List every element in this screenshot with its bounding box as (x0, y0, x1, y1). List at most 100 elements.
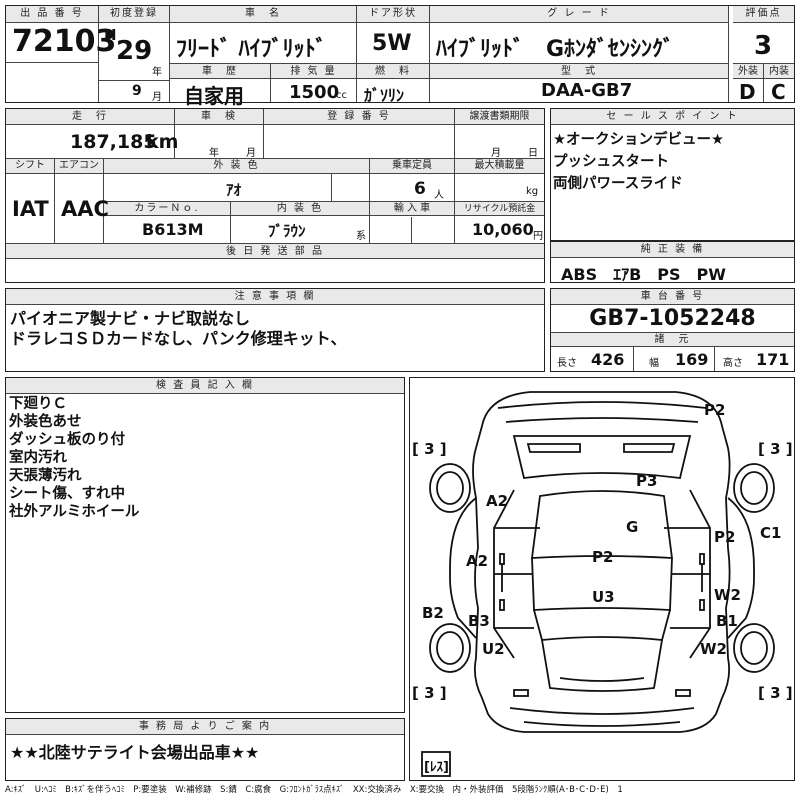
chassis-header: 車 台 番 号 (551, 289, 794, 305)
max-load-unit: kg (526, 186, 539, 197)
displacement-unit: cc (336, 90, 347, 101)
recycle-unit: 円 (533, 231, 543, 242)
mileage: 187,185 (70, 131, 157, 153)
listing-panel: 出 品 番 号 初度登録 車 名 ドア形状 グ レ ー ド 評価点 車 歴 排 … (5, 5, 795, 108)
interior-color: ﾌﾞﾗｳﾝ (268, 222, 306, 240)
grade-header: グ レ ー ド (430, 6, 728, 23)
damage-mark: B1 (716, 612, 738, 630)
damage-mark: W2 (700, 640, 727, 658)
exterior-header: 外装 (733, 63, 763, 79)
damage-mark: U3 (592, 588, 615, 606)
aircon: AAC (61, 197, 109, 221)
damage-mark: A2 (466, 552, 489, 570)
import-header: 輸 入 車 (370, 201, 454, 216)
inspector-line: 外装色あせ (9, 414, 82, 430)
car-name: ﾌﾘｰﾄﾞ ﾊｲﾌﾞﾘｯﾄﾞ (176, 37, 327, 62)
inspector-panel: 検 査 員 記 入 欄 下廻りＣ 外装色あせ ダッシュ板のり付 室内汚れ 天張薄… (5, 377, 405, 713)
damage-mark: W2 (714, 586, 741, 604)
height-value: 171 (756, 350, 790, 369)
damage-mark: P3 (636, 472, 658, 490)
interior-color-header: 内 装 色 (231, 201, 369, 216)
color-no-header: カラーＮｏ. (104, 201, 230, 216)
color-header: 外 装 色 (104, 159, 369, 174)
sales-points-header: セ ー ル ス ポ イ ン ト (551, 109, 794, 125)
transfer-month-unit: 月 (491, 148, 501, 159)
inspector-header: 検 査 員 記 入 欄 (6, 378, 404, 394)
damage-legend: A:ｷｽﾞ U:ﾍｺﾐ B:ｷｽﾞを伴うﾍｺﾐ P:要塗装 W:補修跡 S:錆 … (5, 785, 623, 795)
mileage-header: 走 行 (6, 109, 174, 125)
color-no: B613M (142, 220, 204, 239)
capacity-unit: 人 (434, 190, 444, 201)
width-label: 幅 (649, 358, 659, 369)
inspection-header: 車 検 (175, 109, 263, 125)
later-parts-header: 後 日 発 送 部 品 (6, 243, 544, 259)
office-notice-header: 事 務 局 よ り ご 案 内 (6, 719, 404, 735)
inspector-line: シート傷、すれ中 (9, 486, 125, 502)
interior-color-unit: 系 (356, 231, 366, 242)
damage-mark: G (626, 518, 639, 536)
inspector-line: 天張薄汚れ (9, 468, 82, 484)
office-notice-text: ★★北陸サテライト会場出品車★★ (10, 743, 260, 762)
reg-year: 29 (116, 36, 153, 66)
year-unit: 年 (152, 67, 162, 78)
recycle-fee: 10,060 (472, 220, 534, 239)
shift-header: シフト (6, 159, 54, 174)
inspector-line: 下廻りＣ (9, 396, 67, 412)
office-notice-panel: 事 務 局 よ り ご 案 内 ★★北陸サテライト会場出品車★★ (5, 718, 405, 781)
exterior-grade: D (739, 80, 756, 104)
sales-point-line: プッシュスタート (553, 154, 669, 170)
damage-mark: B3 (468, 612, 490, 630)
transfer-day-unit: 日 (528, 148, 538, 159)
score: 3 (754, 31, 773, 61)
note-line: パイオニア製ナビ・ナビ取説なし (10, 309, 251, 328)
max-load-header: 最大積載量 (455, 159, 544, 174)
width-value: 169 (675, 350, 709, 369)
note-line: ドラレコＳＤカードなし、パンク修理キット、 (10, 329, 347, 348)
history: 自家用 (184, 84, 244, 108)
reg-month: 9 (132, 83, 142, 99)
equipment-list: ABS ｴｱB PS PW (561, 265, 726, 284)
shift: IAT (12, 197, 49, 221)
score-header: 評価点 (733, 6, 794, 23)
damage-mark: B2 (422, 604, 444, 622)
aircon-header: エアコン (55, 159, 103, 174)
history-header: 車 歴 (170, 63, 270, 79)
inspection-month-unit: 月 (246, 148, 256, 159)
chassis-number: GB7-1052248 (589, 306, 756, 331)
tire-tread-rear-right: [ 3 ] (758, 684, 793, 702)
inspection-year-unit: 年 (209, 148, 219, 159)
model-code-header: 型 式 (430, 63, 728, 79)
damage-mark: C1 (760, 524, 782, 542)
recycle-header: リサイクル預託金 (455, 201, 544, 216)
door-type: 5W (372, 31, 412, 56)
inspector-line: ダッシュ板のり付 (9, 432, 125, 448)
sales-point-line: 両側パワースライド (553, 176, 683, 192)
tire-tread-front-right: [ 3 ] (758, 440, 793, 458)
car-outline-diagram (421, 391, 775, 777)
sales-point-line: ★オークションデビュー★ (553, 132, 724, 148)
lot-number: 72103 (12, 24, 117, 59)
notes-header: 注 意 事 項 欄 (6, 289, 544, 305)
equipment-header: 純 正 装 備 (551, 242, 794, 258)
interior-header: 内装 (764, 63, 794, 79)
fuel: ｶﾞｿﾘﾝ (364, 86, 405, 105)
spare-tire-status: [ﾚｽ] (424, 760, 449, 775)
tire-tread-rear-left: [ 3 ] (412, 684, 447, 702)
transfer-deadline-header: 譲渡書類期限 (455, 109, 544, 125)
door-type-header: ドア形状 (357, 6, 429, 23)
fuel-header: 燃 料 (357, 63, 429, 79)
era-mark: H (104, 26, 117, 44)
chassis-panel: 車 台 番 号 GB7-1052248 諸 元 長さ 426 幅 169 高さ … (550, 288, 795, 372)
sales-points-panel: セ ー ル ス ポ イ ン ト ★オークションデビュー★ プッシュスタート 両側… (550, 108, 795, 241)
grade: ﾊｲﾌﾞﾘｯﾄﾞ Gﾎﾝﾀﾞｾﾝｼﾝｸﾞ (436, 37, 675, 62)
damage-mark: P2 (704, 401, 726, 419)
capacity-header: 乗車定員 (370, 159, 454, 174)
damage-mark: U2 (482, 640, 505, 658)
damage-mark: P2 (592, 548, 614, 566)
model-code: DAA-GB7 (541, 80, 633, 101)
plate-header: 登 録 番 号 (264, 109, 454, 125)
inspector-line: 室内汚れ (9, 450, 67, 466)
spec-panel: 走 行 車 検 登 録 番 号 譲渡書類期限 187,185 km 年 月 月 … (5, 108, 545, 283)
mileage-unit: km (146, 131, 179, 153)
lot-no-header: 出 品 番 号 (6, 6, 98, 23)
